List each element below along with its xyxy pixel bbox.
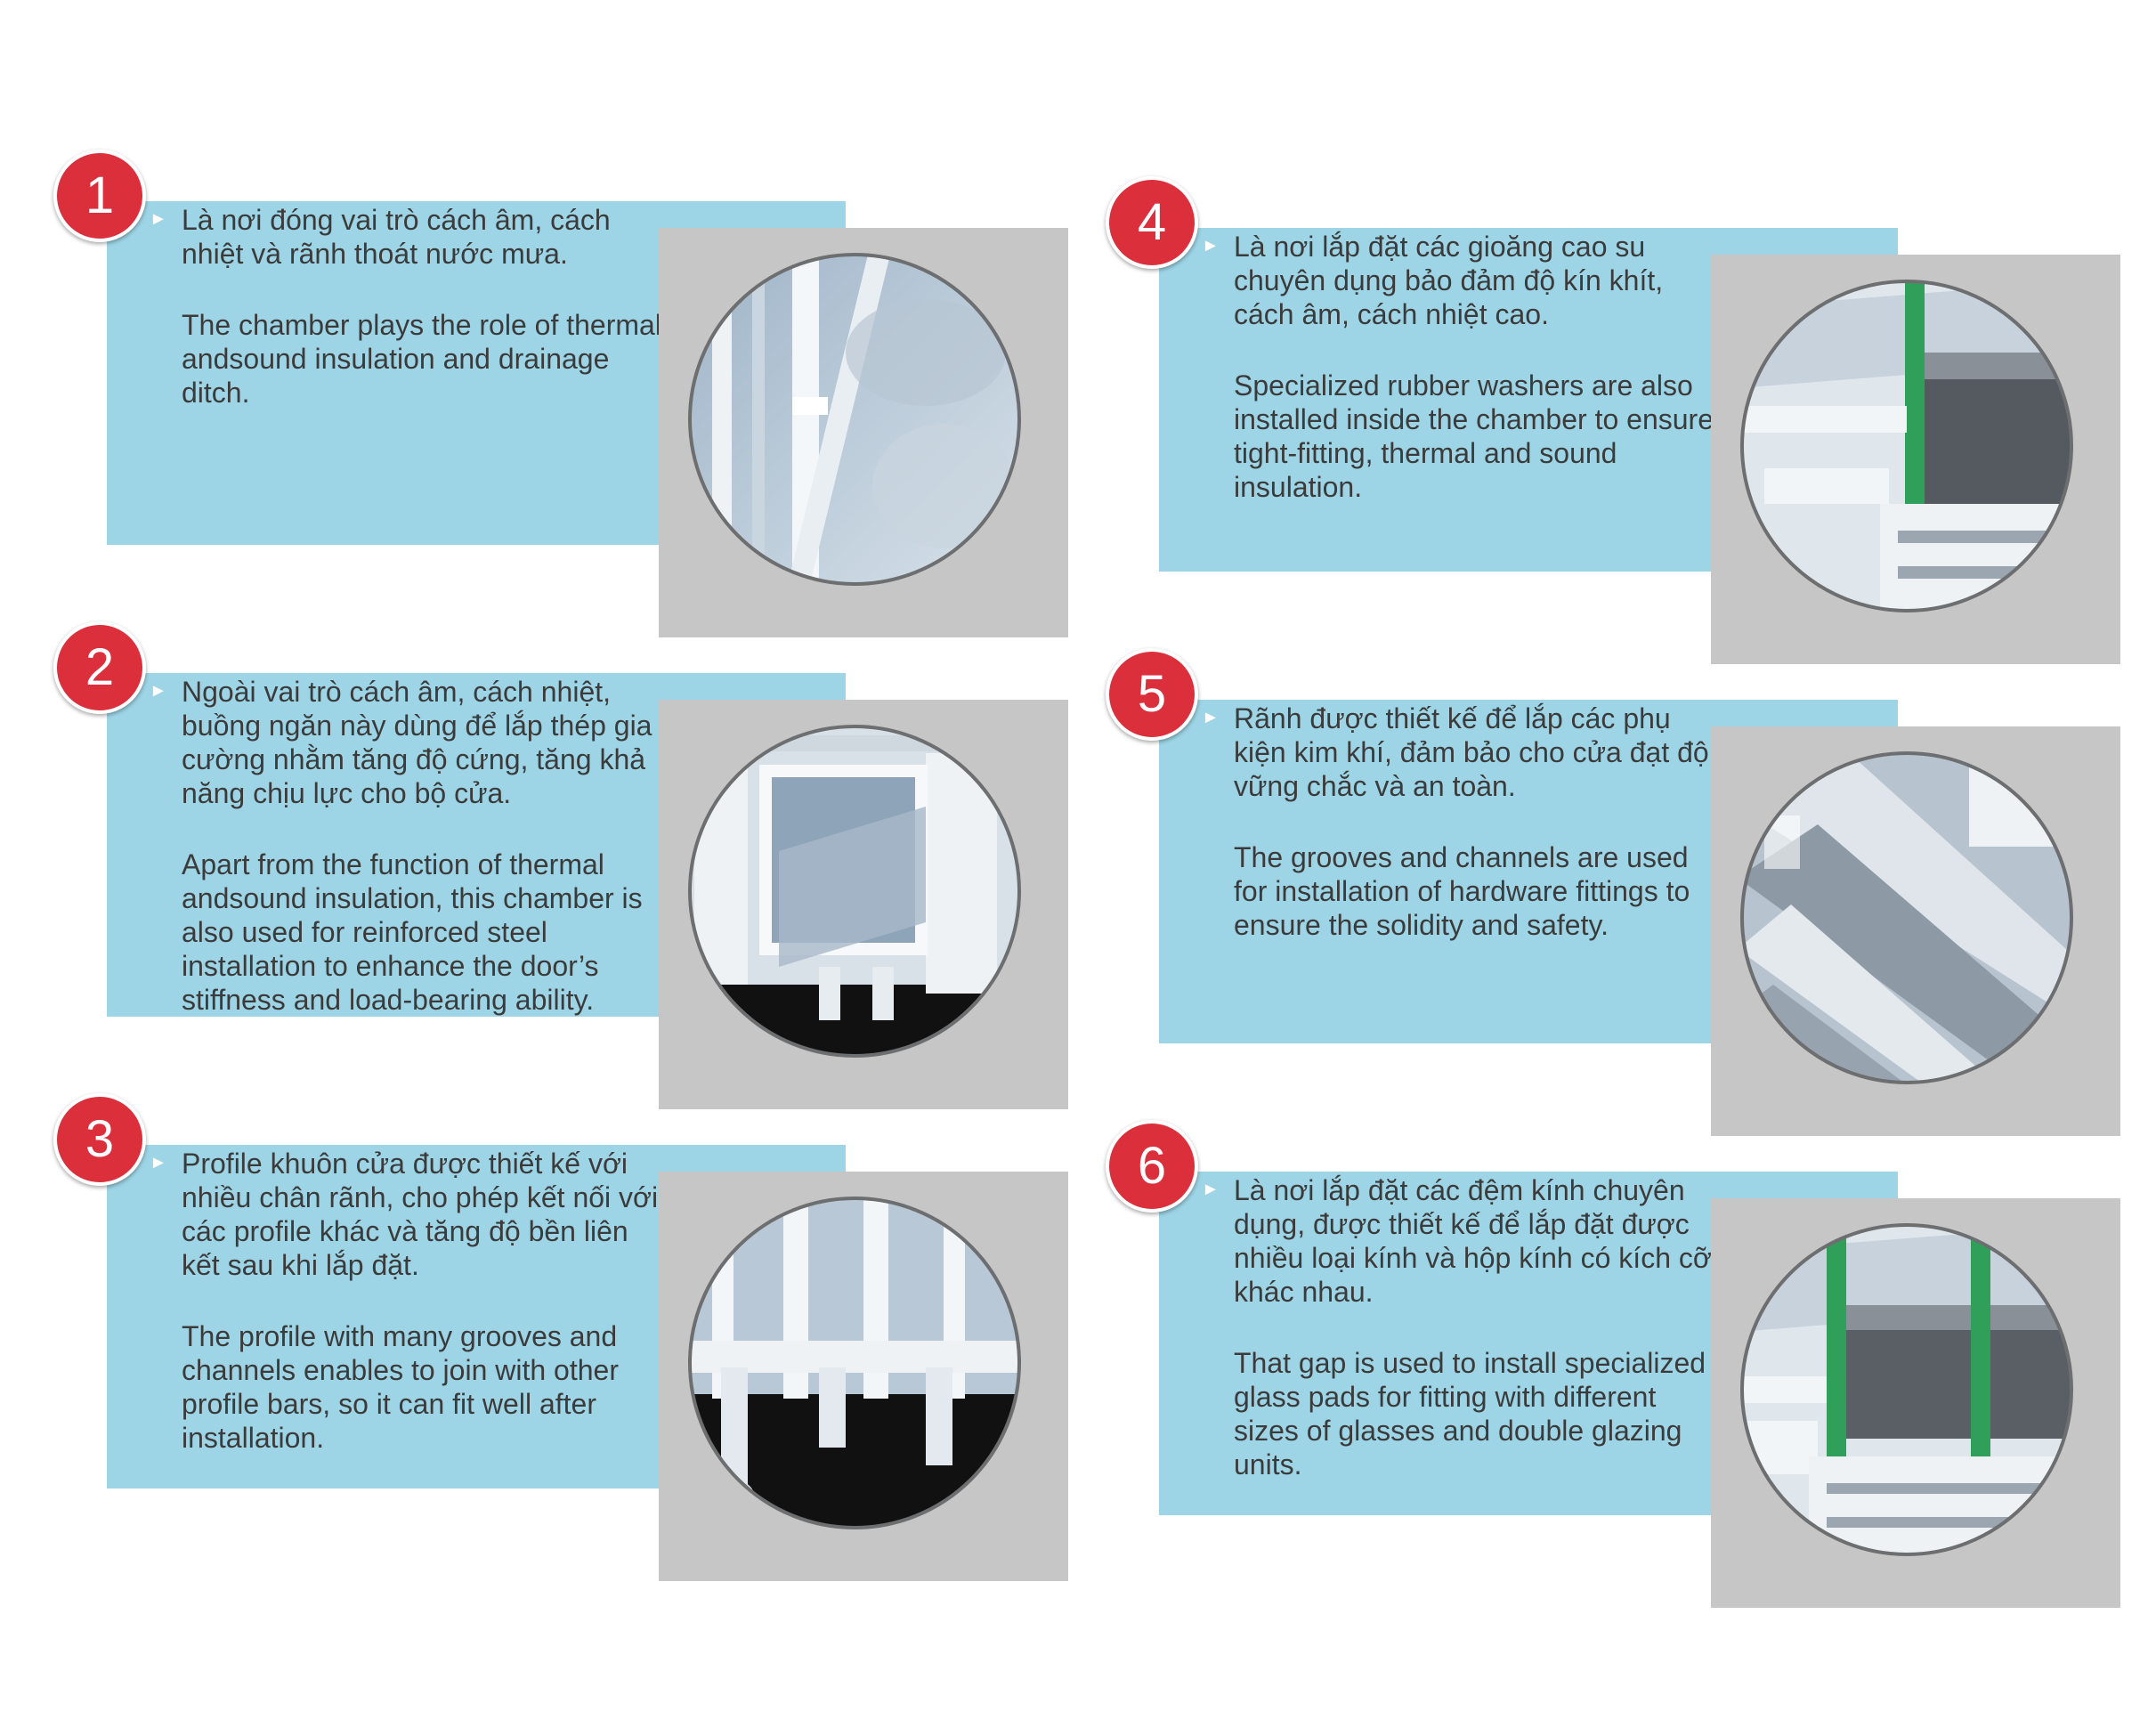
- description-vietnamese: Ngoài vai trò cách âm, cách nhiệt, buồng…: [182, 676, 652, 809]
- description-english: That gap is used to install specialized …: [1234, 1347, 1706, 1480]
- description: Ngoài vai trò cách âm, cách nhiệt, buồng…: [182, 675, 662, 1017]
- description: Profile khuôn cửa được thiết kế với nhiề…: [182, 1147, 662, 1455]
- bullet-arrow-icon: ►: [150, 1153, 167, 1172]
- description-english: The grooves and channels are used for in…: [1234, 841, 1690, 941]
- steel-reinforcement-chamber-icon: [659, 700, 1068, 1109]
- number-badge: 4: [1106, 176, 1198, 269]
- description: Rãnh được thiết kế để lắp các phụ kiện k…: [1234, 702, 1714, 942]
- description-english: Specialized rubber washers are also inst…: [1234, 369, 1714, 503]
- feature-card-1: 1 ► Là nơi đóng vai trò cách âm, cách nh…: [53, 150, 1139, 637]
- number-badge: 5: [1106, 648, 1198, 741]
- description: Là nơi đóng vai trò cách âm, cách nhiệt …: [182, 203, 662, 410]
- number-badge: 3: [53, 1093, 146, 1186]
- profile-grooves-icon: [659, 1172, 1068, 1581]
- chamber-cross-section-icon: [659, 228, 1068, 637]
- description-vietnamese: Là nơi lắp đặt các gioăng cao su chuyên …: [1234, 231, 1664, 330]
- description-vietnamese: Rãnh được thiết kế để lắp các phụ kiện k…: [1234, 702, 1709, 802]
- feature-card-3: 3 ► Profile khuôn cửa được thiết kế với …: [53, 1093, 1139, 1581]
- description-vietnamese: Là nơi đóng vai trò cách âm, cách nhiệt …: [182, 204, 611, 270]
- description-english: The profile with many grooves and channe…: [182, 1320, 619, 1454]
- description-vietnamese: Profile khuôn cửa được thiết kế với nhiề…: [182, 1148, 659, 1281]
- bullet-arrow-icon: ►: [1202, 236, 1220, 256]
- number-badge: 1: [53, 150, 146, 242]
- feature-card-2: 2 ► Ngoài vai trò cách âm, cách nhiệt, b…: [53, 621, 1139, 1109]
- description: Là nơi lắp đặt các đệm kính chuyên dụng,…: [1234, 1173, 1714, 1481]
- feature-card-4: 4 ► Là nơi lắp đặt các gioăng cao su chu…: [1106, 176, 2156, 664]
- number-badge: 6: [1106, 1120, 1198, 1213]
- description-vietnamese: Là nơi lắp đặt các đệm kính chuyên dụng,…: [1234, 1174, 1712, 1308]
- feature-card-6: 6 ► Là nơi lắp đặt các đệm kính chuyên d…: [1106, 1120, 2156, 1608]
- description-english: The chamber plays the role of thermal an…: [182, 309, 661, 409]
- description: Là nơi lắp đặt các gioăng cao su chuyên …: [1234, 230, 1714, 504]
- number-badge: 2: [53, 621, 146, 714]
- description-english: Apart from the function of thermal andso…: [182, 848, 643, 1016]
- rubber-gasket-glass-icon: [1711, 255, 2120, 664]
- double-glazing-pads-icon: [1711, 1198, 2120, 1608]
- bullet-arrow-icon: ►: [150, 681, 167, 701]
- feature-card-5: 5 ► Rãnh được thiết kế để lắp các phụ ki…: [1106, 648, 2156, 1136]
- bullet-arrow-icon: ►: [1202, 1180, 1220, 1199]
- bullet-arrow-icon: ►: [1202, 708, 1220, 727]
- hardware-channel-icon: [1711, 726, 2120, 1136]
- bullet-arrow-icon: ►: [150, 209, 167, 229]
